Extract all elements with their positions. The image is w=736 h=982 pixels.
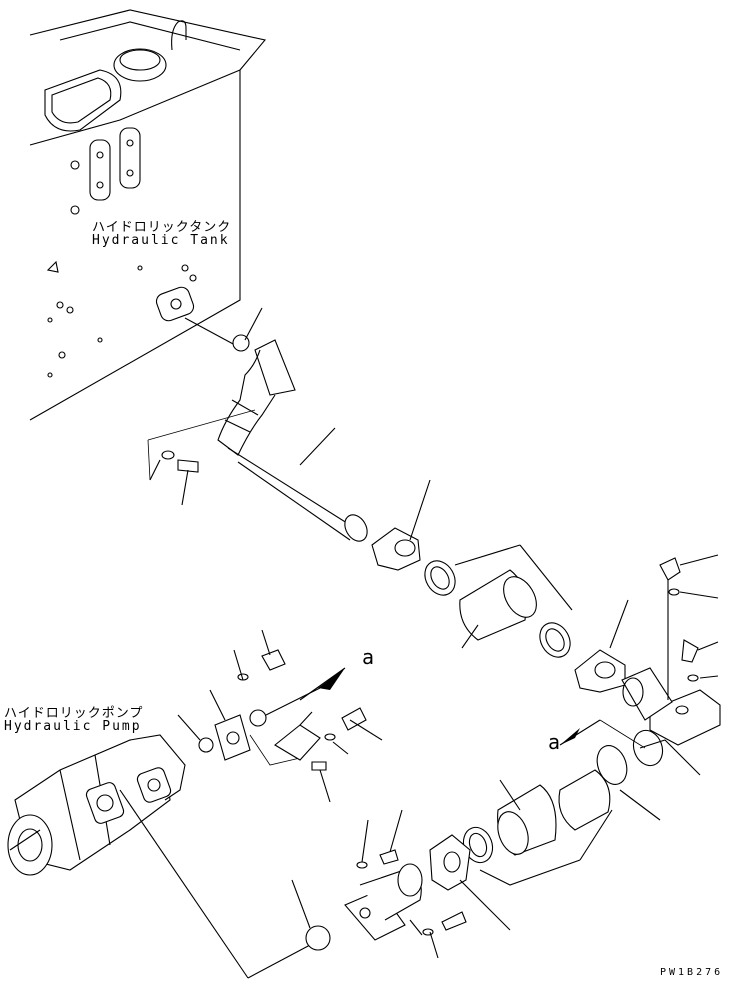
lower-hose-assembly (429, 745, 661, 931)
label-tank-jp: ハイドロリックタンク (92, 220, 232, 235)
pump-flange-upper (177, 629, 383, 803)
manifold-block (621, 554, 721, 776)
o-ring-pump (198, 737, 214, 753)
label-tank-en: Hydraulic Tank (92, 233, 230, 248)
view-a-arrows (299, 667, 646, 749)
label-pump-en: Hydraulic Pump (4, 719, 142, 734)
hydraulic-pump (7, 734, 311, 979)
drawing-code: PW1B276 (660, 967, 724, 978)
o-ring-large (305, 925, 331, 951)
pump-flange-lower (291, 809, 467, 959)
elbow-fitting-upper (659, 557, 681, 581)
upper-hose-assembly (371, 479, 629, 693)
elbow-fitting-lower (681, 639, 699, 663)
tank-mount-hardware (147, 409, 256, 506)
hydraulic-tank (29, 9, 267, 421)
label-view-a-upper: a (362, 645, 375, 669)
label-pump-jp: ハイドロリックポンプ (4, 706, 144, 721)
suction-elbow-pipe (184, 307, 368, 542)
label-view-a-lower: a (548, 730, 561, 754)
